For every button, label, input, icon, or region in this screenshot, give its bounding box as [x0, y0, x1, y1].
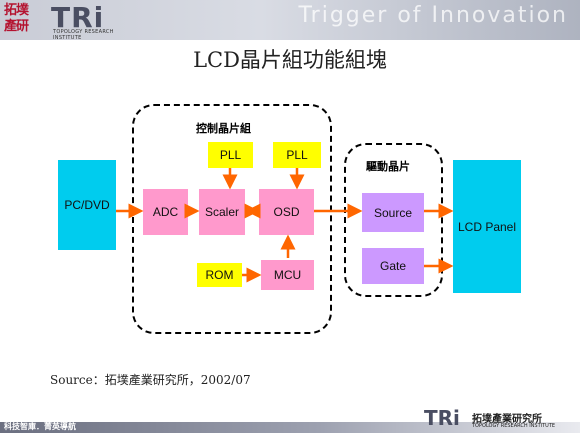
logo-cn-line1: 拓墣: [4, 3, 29, 18]
footer-logo: TRi 拓墣產業研究所 TOPOLOGY RESEARCH INSTITUTE: [424, 406, 578, 433]
source-block: Source: [362, 193, 424, 232]
logo-chinese: 拓墣 產研: [4, 3, 48, 37]
footer-logo-cn: 拓墣產業研究所: [472, 414, 542, 425]
adc-block: ADC: [143, 189, 188, 235]
footer-logo-sub: TOPOLOGY RESEARCH INSTITUTE: [472, 423, 556, 429]
driver-chip-group: [344, 143, 443, 297]
tagline: Trigger of Innovation: [298, 3, 568, 28]
scaler-block: Scaler: [199, 189, 245, 235]
logo-tri-text: TRi: [51, 1, 105, 34]
driver-chip-label: 驅動晶片: [366, 160, 410, 173]
logo-cn-line2: 產研: [4, 19, 29, 34]
lcd-panel-block: LCD Panel: [453, 160, 521, 293]
footer-slogan: 科技智庫．菁英導航: [4, 422, 76, 431]
control-chipset-label: 控制晶片組: [196, 122, 251, 135]
page-title: LCD晶片組功能組塊: [193, 48, 387, 72]
pcdvd-block: PC/DVD: [58, 160, 116, 250]
tri-logo: 拓墣 產研 TRi TOPOLOGY RESEARCH INSTITUTE: [4, 1, 132, 41]
source-citation: Source：拓墣產業研究所，2002/07: [50, 373, 251, 387]
gate-block: Gate: [362, 248, 424, 284]
mcu-block: MCU: [261, 260, 314, 290]
control-chipset-group: [132, 104, 332, 334]
logo-subtitle: TOPOLOGY RESEARCH INSTITUTE: [53, 29, 114, 41]
footer-bar: [0, 422, 580, 433]
pll-block-2: PLL: [273, 142, 321, 168]
footer-logo-tri: TRi: [424, 406, 460, 430]
rom-block: ROM: [197, 263, 242, 287]
footer: 科技智庫．菁英導航 TRi 拓墣產業研究所 TOPOLOGY RESEARCH …: [0, 406, 580, 433]
pll-block-1: PLL: [208, 142, 253, 168]
osd-block: OSD: [259, 189, 314, 235]
header-banner: 拓墣 產研 TRi TOPOLOGY RESEARCH INSTITUTE Tr…: [0, 0, 580, 41]
